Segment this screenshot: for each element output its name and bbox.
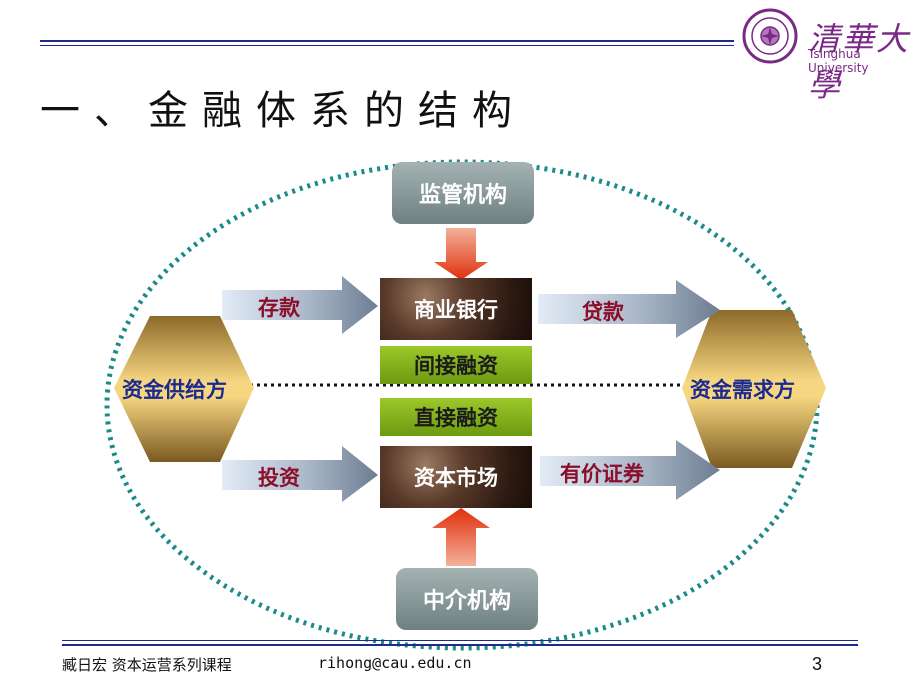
header-rule-top bbox=[40, 40, 734, 42]
capital-market-box: 资本市场 bbox=[380, 446, 532, 508]
supplier-label: 资金供给方 bbox=[122, 377, 227, 402]
regulator-box: 监管机构 bbox=[392, 162, 534, 224]
invest-label: 投资 bbox=[258, 465, 300, 490]
page-number: 3 bbox=[812, 654, 823, 674]
loan-arrow bbox=[538, 280, 720, 338]
deposit-label: 存款 bbox=[258, 295, 300, 320]
supplier-hexagon bbox=[114, 316, 254, 462]
header-rule-bottom bbox=[40, 45, 734, 46]
intermediary-up-arrow bbox=[432, 508, 490, 566]
direct-finance-box: 直接融资 bbox=[380, 398, 532, 436]
intermediary-box: 中介机构 bbox=[396, 568, 538, 630]
university-logo-name: 清華大學 bbox=[808, 20, 911, 104]
loan-label: 贷款 bbox=[582, 299, 624, 324]
university-seal-icon bbox=[742, 8, 798, 64]
footer-author-course: 臧日宏 资本运营系列课程 bbox=[62, 656, 232, 674]
commercial-bank-box: 商业银行 bbox=[380, 278, 532, 340]
footer-rule-bottom bbox=[62, 644, 858, 646]
regulation-down-arrow bbox=[434, 228, 488, 280]
securities-arrow bbox=[540, 440, 720, 500]
demander-label: 资金需求方 bbox=[690, 377, 795, 402]
invest-arrow bbox=[222, 446, 378, 502]
footer-rule-top bbox=[62, 640, 858, 641]
deposit-arrow bbox=[222, 276, 378, 334]
indirect-finance-box: 间接融资 bbox=[380, 346, 532, 384]
university-logo-subtitle: Tsinghua University bbox=[808, 47, 869, 75]
footer-email: rihong@cau.edu.cn bbox=[318, 654, 472, 672]
page-title: 一、金融体系的结构 bbox=[40, 88, 526, 134]
securities-label: 有价证券 bbox=[560, 461, 644, 486]
demander-hexagon bbox=[682, 310, 826, 468]
